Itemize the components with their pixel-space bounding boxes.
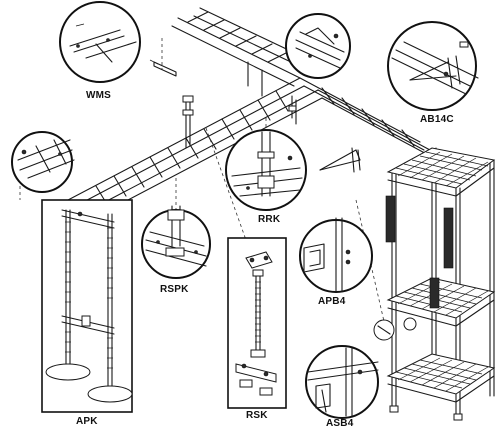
- wire-shelving-unit: [373, 147, 496, 421]
- callout-asb4: [305, 345, 379, 419]
- label-apk: APK: [76, 416, 98, 427]
- threaded-rods: [182, 61, 297, 149]
- callout-ab14c: [387, 21, 479, 111]
- label-ab14c: AB14C: [420, 114, 454, 125]
- angle-brace-ab14c: [319, 147, 361, 173]
- label-rrk: RRK: [258, 214, 281, 225]
- label-rsk: RSK: [246, 410, 268, 421]
- callout-left-splice: [11, 131, 75, 193]
- cable-ladder-right-run: [299, 77, 435, 159]
- box-rsk: [227, 237, 287, 409]
- label-asb4: ASB4: [326, 418, 354, 429]
- callout-wms: [59, 1, 177, 83]
- label-rspk: RSPK: [160, 284, 189, 295]
- label-apb4: APB4: [318, 296, 346, 307]
- callout-rrk: [225, 129, 307, 211]
- callout-apb4: [299, 217, 373, 293]
- label-wms: WMS: [86, 90, 112, 101]
- callout-rspk: [141, 205, 211, 279]
- callout-top-splice: [285, 13, 351, 79]
- box-apk: [41, 199, 133, 413]
